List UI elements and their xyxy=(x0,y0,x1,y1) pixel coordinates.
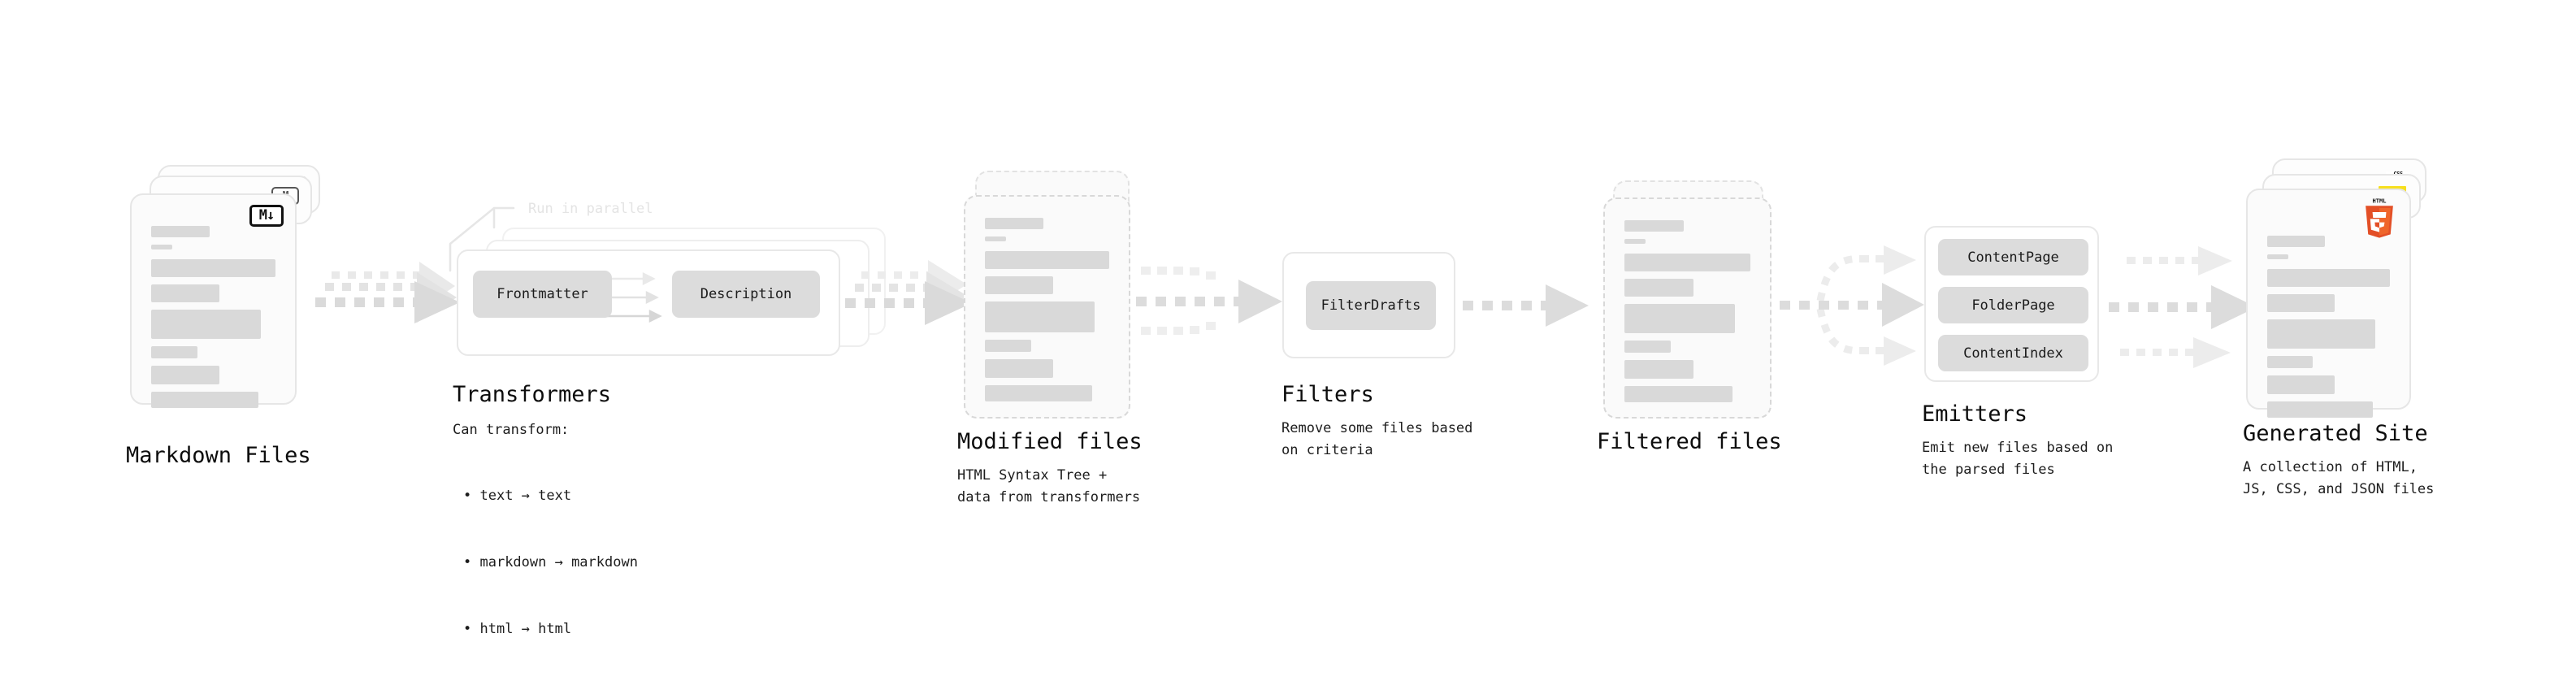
stage-desc-transformers: Can transform: xyxy=(453,422,570,438)
content-bar xyxy=(1624,220,1684,232)
content-bar xyxy=(985,276,1054,294)
bullet-item: • markdown → markdown xyxy=(463,553,638,570)
stage-title-generated-site: Generated Site xyxy=(2243,421,2428,446)
bullet-label: html → html xyxy=(479,620,572,637)
content-bar xyxy=(2267,269,2390,287)
stage-desc-filters: Remove some files based on criteria xyxy=(1281,420,1473,459)
connector-filtered-to-emitters xyxy=(1780,245,1924,366)
stage-desc-generated-site: A collection of HTML, JS, CSS, and JSON … xyxy=(2243,459,2435,498)
emitters-box: ContentPage FolderPage ContentIndex xyxy=(1924,226,2099,382)
content-bar xyxy=(1624,386,1733,402)
chip-label: Description xyxy=(700,286,792,302)
stage-desc-modified-files: HTML Syntax Tree + data from transformer… xyxy=(957,467,1141,506)
content-bar xyxy=(985,340,1031,352)
connector-transformers-to-modified xyxy=(845,260,972,325)
content-bar xyxy=(151,245,172,249)
content-bar xyxy=(985,385,1092,401)
connector-filters-to-filtered xyxy=(1463,284,1589,327)
emitter-chip-folderpage[interactable]: FolderPage xyxy=(1938,287,2088,323)
site-card-front: HTML xyxy=(2246,189,2411,418)
stage-title-markdown-files: Markdown Files xyxy=(126,443,311,468)
content-bar xyxy=(151,226,210,237)
filter-chip-filterdrafts[interactable]: FilterDrafts xyxy=(1306,281,1436,330)
transformers-bullet-list: • text → text • markdown → markdown • ht… xyxy=(463,441,638,681)
chip-label: Frontmatter xyxy=(497,286,588,302)
html5-icon: HTML xyxy=(2366,197,2393,238)
file-content-bars xyxy=(151,226,275,415)
filters-box: FilterDrafts xyxy=(1282,252,1455,358)
content-bar xyxy=(985,301,1095,332)
connector-md-to-transformers xyxy=(315,262,460,323)
content-bar xyxy=(1624,304,1736,333)
content-bar xyxy=(1624,279,1694,297)
transformer-chip-frontmatter[interactable]: Frontmatter xyxy=(473,271,612,318)
filtered-card-front xyxy=(1603,197,1772,419)
stage-title-transformers: Transformers xyxy=(453,382,612,407)
content-bar xyxy=(1624,239,1646,244)
chip-label: FilterDrafts xyxy=(1321,297,1421,314)
run-in-parallel-bracket xyxy=(449,206,515,272)
svg-text:HTML: HTML xyxy=(2373,197,2387,205)
content-bar xyxy=(1624,254,1750,271)
content-bar xyxy=(151,259,275,277)
content-bar xyxy=(1624,340,1672,353)
bullet-label: text → text xyxy=(479,488,572,505)
content-bar xyxy=(151,392,258,408)
bullet-label: markdown → markdown xyxy=(479,553,638,570)
content-bar xyxy=(2267,294,2335,312)
stage-desc-emitters: Emit new files based on the parsed files xyxy=(1922,440,2114,479)
stage-title-modified-files: Modified files xyxy=(957,429,1143,454)
chip-label: ContentIndex xyxy=(1963,345,2063,362)
bullet-item: • html → html xyxy=(463,620,572,637)
markdown-card-front: M↓ xyxy=(130,193,297,408)
emitter-chip-contentpage[interactable]: ContentPage xyxy=(1938,239,2088,275)
stage-title-emitters: Emitters xyxy=(1922,401,2028,427)
content-bar xyxy=(985,218,1043,229)
emitter-chip-contentindex[interactable]: ContentIndex xyxy=(1938,335,2088,371)
content-bar xyxy=(2267,319,2375,349)
content-bar xyxy=(985,251,1109,269)
chip-label: ContentPage xyxy=(1967,249,2059,266)
bullet-item: • text → text xyxy=(463,488,572,505)
content-bar xyxy=(2267,236,2325,247)
content-bar xyxy=(985,359,1054,378)
content-bar xyxy=(2267,356,2313,368)
connector-modified-to-filters xyxy=(1136,267,1282,335)
content-bar xyxy=(151,346,197,358)
connector-emitters-to-site xyxy=(2109,246,2257,368)
stage-title-filtered-files: Filtered files xyxy=(1597,429,1782,454)
file-content-bars xyxy=(985,218,1109,409)
transformer-chip-description[interactable]: Description xyxy=(672,271,820,318)
content-bar xyxy=(2267,254,2288,259)
content-bar xyxy=(151,310,261,339)
content-bar xyxy=(985,236,1006,241)
chip-label: FolderPage xyxy=(1971,297,2055,314)
run-in-parallel-label: Run in parallel xyxy=(528,201,653,217)
content-bar xyxy=(151,284,220,302)
content-bar xyxy=(1624,360,1694,379)
modified-card-front xyxy=(964,195,1130,419)
content-bar xyxy=(151,366,220,384)
file-content-bars xyxy=(2267,236,2390,425)
markdown-icon: M↓ xyxy=(249,205,284,227)
stage-title-filters: Filters xyxy=(1281,382,1374,407)
content-bar xyxy=(2267,401,2373,418)
file-content-bars xyxy=(1624,220,1750,410)
markdown-icon-letter: M xyxy=(258,207,267,223)
content-bar xyxy=(2267,375,2335,394)
transformer-box-front: Frontmatter Description xyxy=(457,249,840,356)
